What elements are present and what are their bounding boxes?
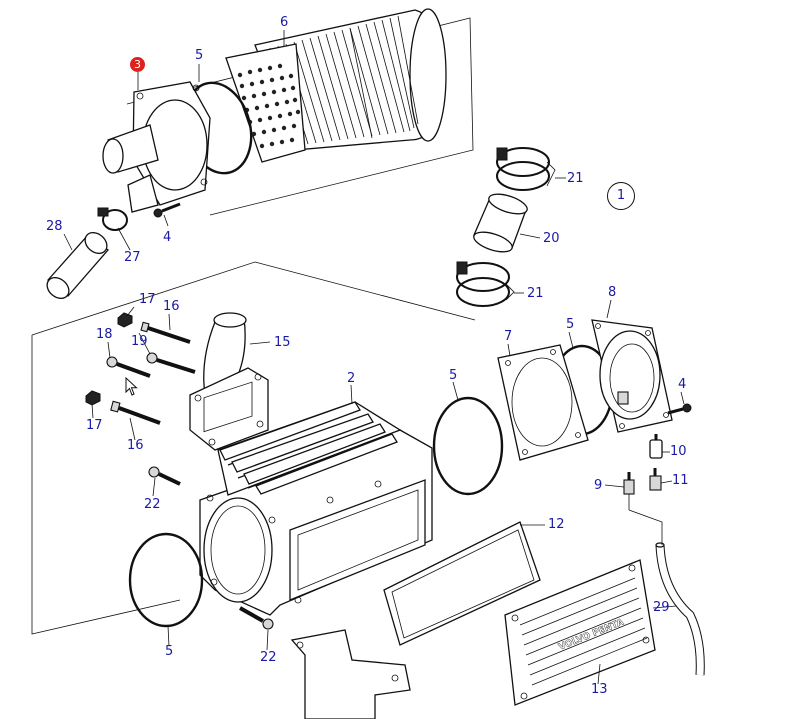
part-callout-15[interactable]: 15 <box>274 335 291 350</box>
part-callout-29[interactable]: 29 <box>653 600 670 615</box>
part-callout-4-upper[interactable]: 4 <box>163 230 172 245</box>
nut-17-upper[interactable] <box>117 312 133 328</box>
part-callout-9[interactable]: 9 <box>594 478 603 493</box>
part-callout-5-middle[interactable]: 5 <box>449 368 458 383</box>
sensor-10[interactable] <box>649 434 663 459</box>
fitting-9[interactable] <box>623 472 635 510</box>
bolt-22-lower[interactable] <box>239 606 274 630</box>
fitting-11[interactable] <box>649 468 662 491</box>
part-callout-5-upper[interactable]: 5 <box>195 48 204 63</box>
part-callout-19[interactable]: 19 <box>131 334 148 349</box>
part-callout-13[interactable]: 13 <box>591 682 608 697</box>
hose-clamps-upper[interactable] <box>496 147 550 191</box>
intake-housing[interactable] <box>102 81 211 213</box>
part-callout-8[interactable]: 8 <box>608 285 617 300</box>
part-callout-22-upper[interactable]: 22 <box>144 497 161 512</box>
part-callout-27[interactable]: 27 <box>124 250 141 265</box>
part-callout-16-upper[interactable]: 16 <box>163 299 180 314</box>
o-ring-middle[interactable] <box>432 396 504 496</box>
part-callout-10[interactable]: 10 <box>670 444 687 459</box>
part-callout-17-lower[interactable]: 17 <box>86 418 103 433</box>
part-callout-11[interactable]: 11 <box>672 473 689 488</box>
bolt-16-lower[interactable] <box>110 400 161 425</box>
o-ring-left[interactable] <box>128 532 204 628</box>
air-filter-element[interactable] <box>225 8 447 163</box>
intercooler-housing[interactable] <box>199 401 433 616</box>
cover-plate[interactable] <box>504 559 656 706</box>
hose-upper[interactable] <box>43 228 111 302</box>
part-callout-22-lower[interactable]: 22 <box>260 650 277 665</box>
part-callout-5-right[interactable]: 5 <box>566 317 575 332</box>
end-cover[interactable] <box>591 319 673 433</box>
bolt-lower-right[interactable] <box>667 403 692 415</box>
bolt-16-upper[interactable] <box>140 321 191 344</box>
leader-lines <box>63 30 685 685</box>
bolt-22-upper[interactable] <box>148 466 181 486</box>
part-callout-21-lower[interactable]: 21 <box>527 286 544 301</box>
elbow-pipe[interactable] <box>189 312 269 451</box>
part-callout-18[interactable]: 18 <box>96 327 113 342</box>
part-callout-7[interactable]: 7 <box>504 329 513 344</box>
mouse-pointer-icon <box>125 377 138 396</box>
part-callout-4-lower[interactable]: 4 <box>678 377 687 392</box>
part-callout-20[interactable]: 20 <box>543 231 560 246</box>
part-callout-21-upper[interactable]: 21 <box>567 171 584 186</box>
lower-group-frame <box>31 261 476 635</box>
nut-17-lower[interactable] <box>85 390 101 406</box>
cover-gasket[interactable] <box>383 521 541 646</box>
hose-clamp-small[interactable] <box>97 207 128 231</box>
part-callout-3-highlighted[interactable]: 3 <box>130 57 145 72</box>
bolt-19[interactable] <box>146 352 196 374</box>
part-callout-12[interactable]: 12 <box>548 517 565 532</box>
bolt-upper[interactable] <box>153 202 181 218</box>
part-callout-16-lower[interactable]: 16 <box>127 438 144 453</box>
hose-clamps-lower[interactable] <box>456 261 510 307</box>
part-callout-17-upper[interactable]: 17 <box>139 292 156 307</box>
part-callout-5-left[interactable]: 5 <box>165 644 174 659</box>
rubber-sleeve[interactable] <box>472 190 530 256</box>
drain-hose[interactable] <box>628 509 705 676</box>
gasket-plate[interactable] <box>497 344 589 461</box>
assembly-reference-circle: 1 <box>607 182 635 210</box>
part-callout-6[interactable]: 6 <box>280 15 289 30</box>
bolt-18[interactable] <box>106 356 151 378</box>
mounting-bracket[interactable] <box>290 629 411 719</box>
part-callout-2[interactable]: 2 <box>347 371 356 386</box>
part-callout-28[interactable]: 28 <box>46 219 63 234</box>
